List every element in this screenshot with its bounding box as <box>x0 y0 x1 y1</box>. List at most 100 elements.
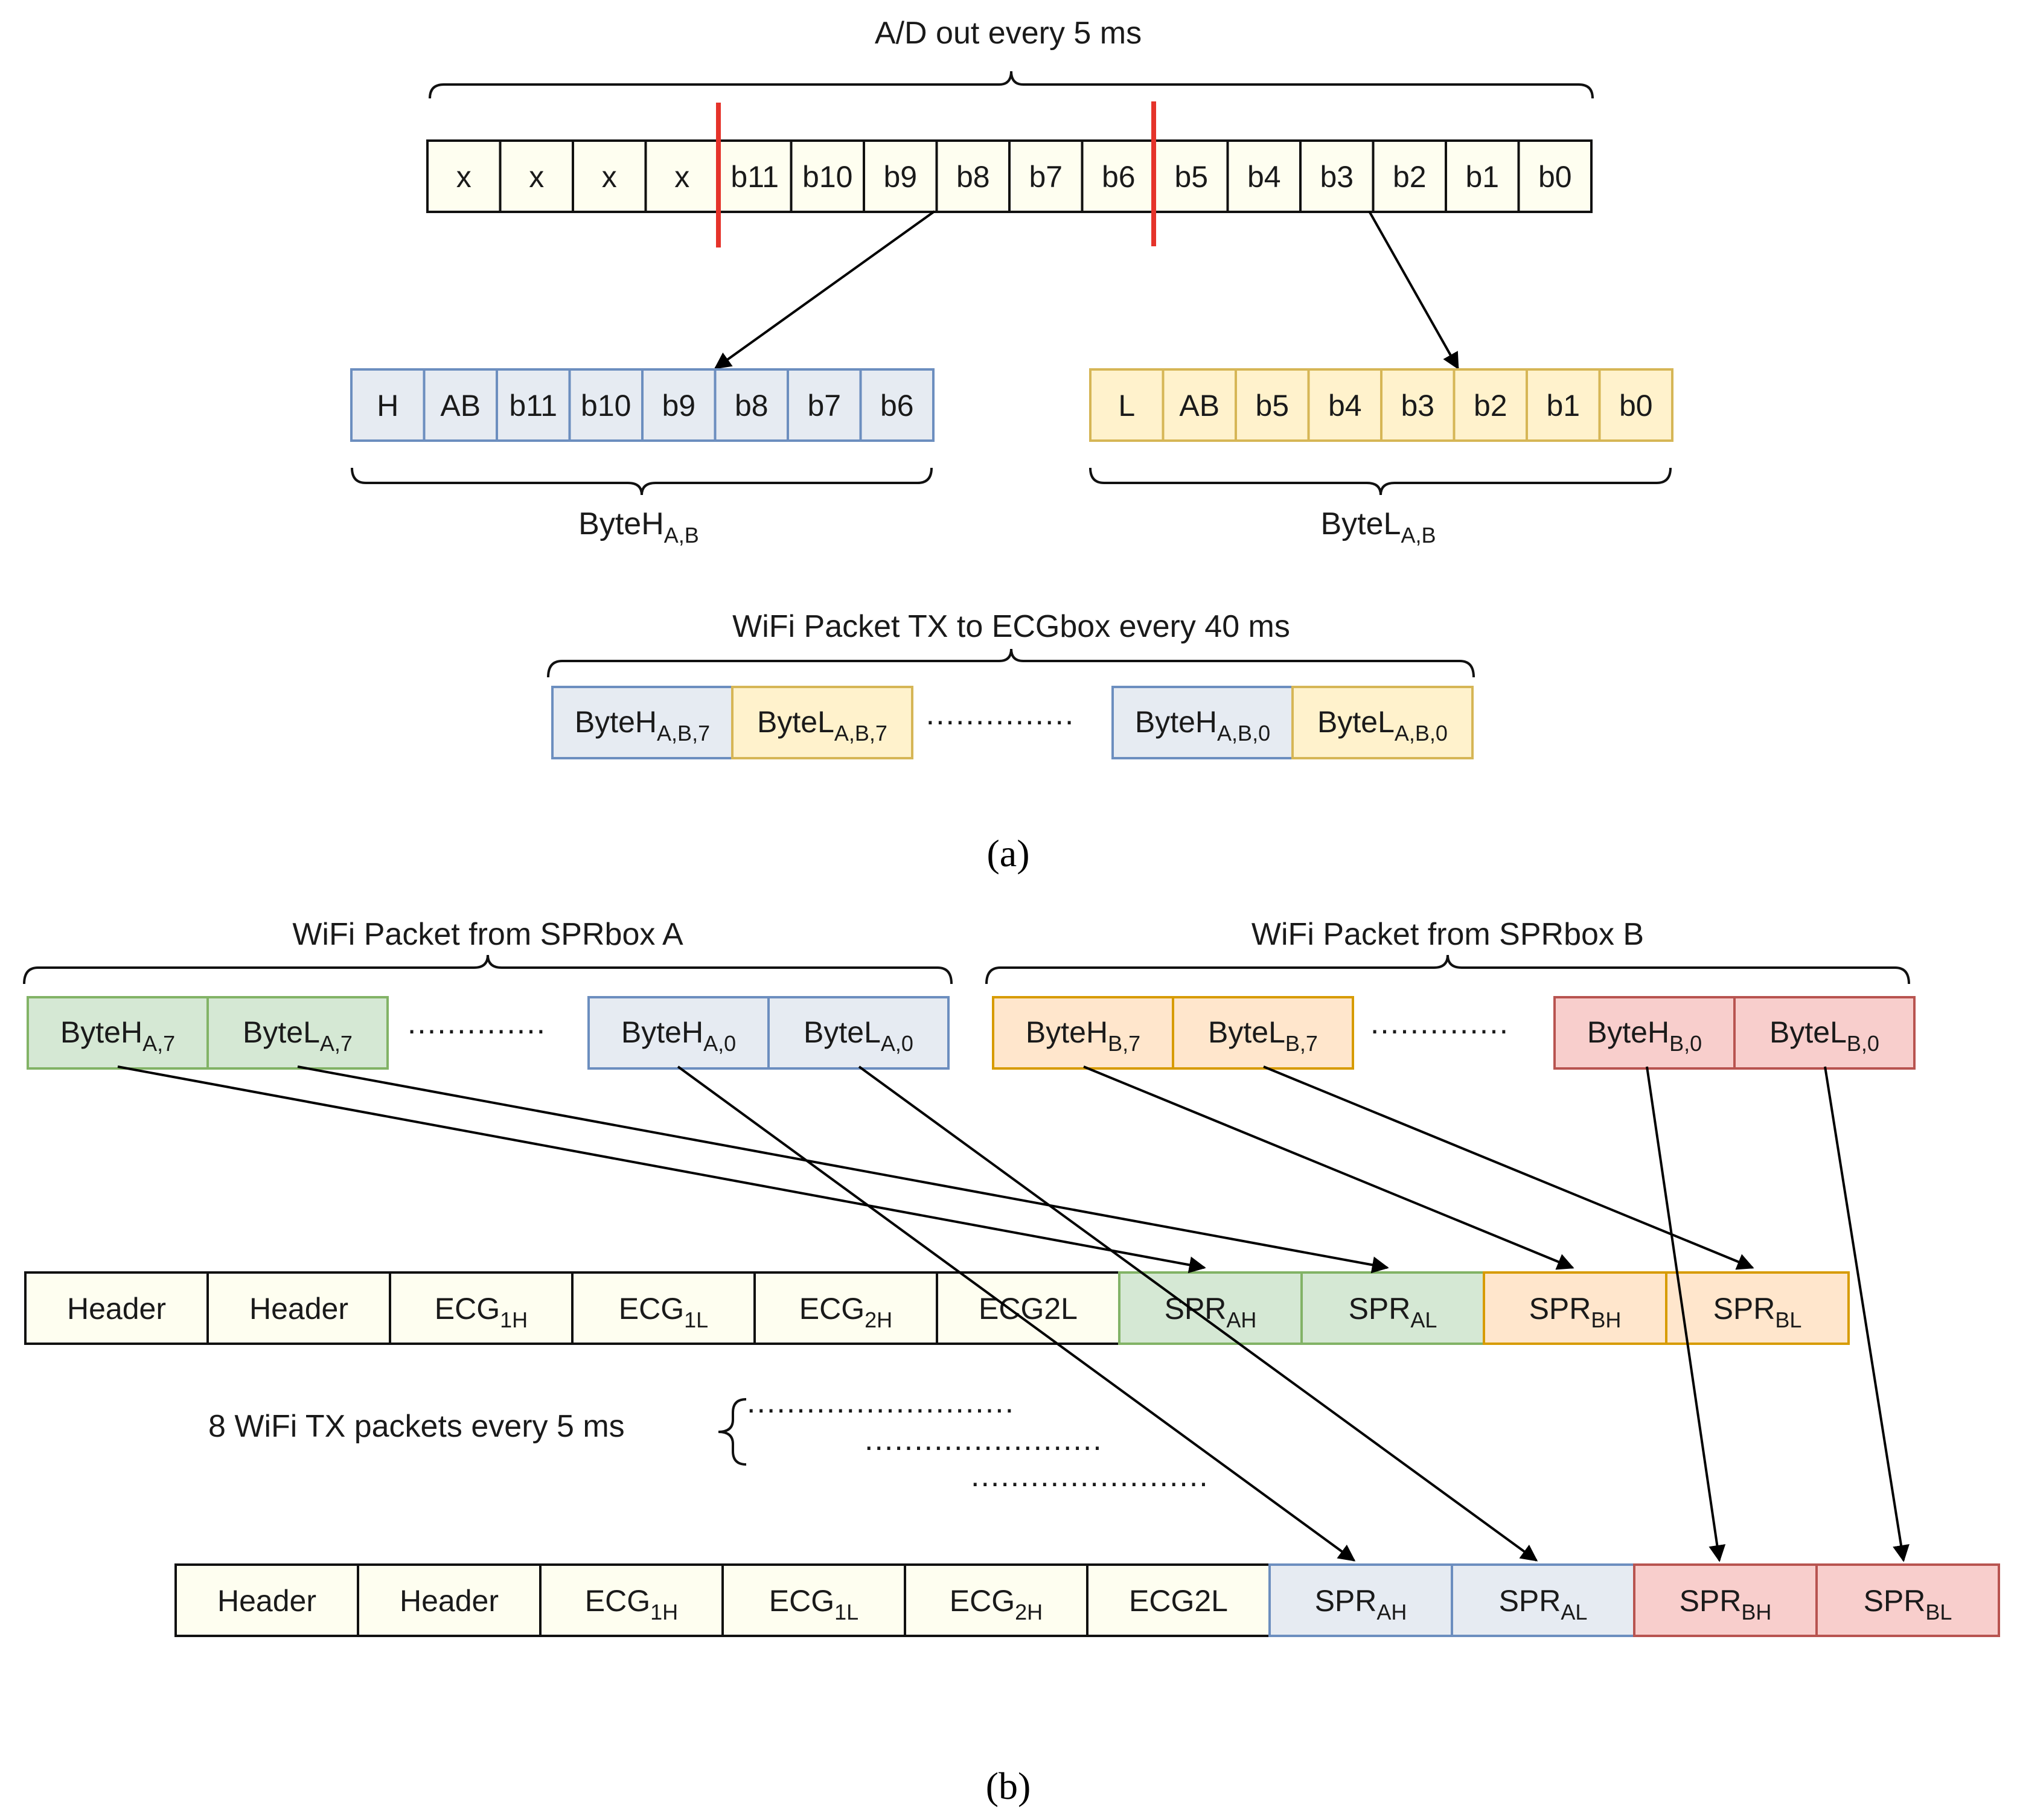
adc-bit-cell-label: b0 <box>1538 160 1572 194</box>
panel-b-label: (b) <box>986 1764 1031 1807</box>
tx-packet-first-cell: ECG2H <box>753 1271 938 1345</box>
tx-packet-first-cell: SPRBH <box>1483 1271 1667 1345</box>
adc-bit-cell: x <box>572 139 647 213</box>
wifi-tx-byte-cell-box <box>731 686 913 759</box>
adc-bit-cell-label: b9 <box>883 160 917 194</box>
packet-a-byte-cell-label: ByteLA,7 <box>243 1015 353 1056</box>
packet-a-byte-cell-label: ByteHA,0 <box>621 1015 736 1056</box>
byte-l-bit-cell-label: b1 <box>1546 389 1580 423</box>
tx-packet-first-cell: ECG1H <box>389 1271 574 1345</box>
packet-a-byte-cell-box <box>587 996 770 1070</box>
packet-a-byte-cell-label: ByteLA,0 <box>804 1015 913 1056</box>
tx-packet-last-cell-box <box>1086 1563 1271 1637</box>
tx-packet-last-cell-label: Header <box>400 1584 499 1618</box>
wifi-tx-brace <box>547 648 1475 678</box>
wifi-tx-byte-cell: ByteLA,B,7 <box>731 686 913 759</box>
tx-packet-last-cell-box <box>1633 1563 1818 1637</box>
arrow-to-byte-l <box>1368 211 1459 370</box>
adc-bit-cell-box <box>572 139 647 213</box>
tx-packet-last-cell: ECG1L <box>721 1563 906 1637</box>
byte-h-bit-cell-label: b8 <box>735 389 769 423</box>
tx-packet-last-cell: Header <box>357 1563 542 1637</box>
adc-brace <box>429 71 1594 99</box>
packet-b-byte-cell: ByteHB,7 <box>992 996 1174 1070</box>
byte-h-bit-cell-box <box>641 368 717 442</box>
packet-b-byte-cell-box <box>992 996 1174 1070</box>
byte-h-bit-cell-box <box>787 368 862 442</box>
packet-b-byte-cell-box <box>1733 996 1916 1070</box>
packet-b-byte-cell-box <box>1172 996 1354 1070</box>
tx-packet-first-cell: SPRBL <box>1665 1271 1850 1345</box>
tx-packet-last-cell: Header <box>174 1563 359 1637</box>
tx-packet-first-cell-box <box>24 1271 209 1345</box>
arrow-hb0-to-spr-bh <box>1646 1066 1726 1562</box>
byte-l-bit-cell-label: b3 <box>1401 389 1434 423</box>
wifi-tx-caption: WiFi Packet TX to ECGbox every 40 ms <box>732 609 1290 644</box>
adc-bit-cell: b1 <box>1445 139 1520 213</box>
tx-packet-first-cell-box <box>1118 1271 1303 1345</box>
tx-packet-last-cell: ECG1H <box>539 1563 724 1637</box>
adc-bit-cell: b9 <box>863 139 938 213</box>
tx-packet-first-cell: ECG2L <box>936 1271 1120 1345</box>
tx-packet-last-cell-box <box>1268 1563 1453 1637</box>
byte-l-bit-cell-label: b0 <box>1619 389 1653 423</box>
packet-b-byte-cell-box <box>1553 996 1736 1070</box>
byte-l-bit-cell-box <box>1598 368 1673 442</box>
byte-l-bit-cell-box <box>1162 368 1237 442</box>
tx-packet-first-cell-label: SPRBL <box>1713 1292 1802 1332</box>
adc-bit-cell-box <box>426 139 502 213</box>
packets-dots-3: ........................ <box>971 1458 1209 1493</box>
adc-bit-cell-box <box>1081 139 1156 213</box>
tx-packet-first-cell: ECG1L <box>571 1271 756 1345</box>
byte-l-bit-cell: b2 <box>1453 368 1528 442</box>
tx-packet-first-cell-label: Header <box>67 1292 166 1326</box>
tx-packet-last-cell: SPRBH <box>1633 1563 1818 1637</box>
packet-a-byte-cell-box <box>27 996 209 1070</box>
adc-bit-cell-label: x <box>529 160 544 194</box>
byte-h-bit-cell-label: b6 <box>880 389 914 423</box>
byte-l-bit-cell-label: b5 <box>1255 389 1289 423</box>
arrow-to-byte-h <box>714 210 936 369</box>
byte-h-bit-cell: b10 <box>568 368 644 442</box>
wifi-tx-byte-cell-box <box>1111 686 1294 759</box>
packet-a-ellipsis: .............. <box>408 1006 546 1041</box>
adc-bit-cell-label: b3 <box>1320 160 1354 194</box>
byte-l-bit-cell: b5 <box>1235 368 1310 442</box>
byte-h-bit-cell-box <box>350 368 426 442</box>
tx-packet-last-cell-label: ECG2H <box>950 1584 1043 1624</box>
adc-bit-cell: b6 <box>1081 139 1156 213</box>
packet-a-caption: WiFi Packet from SPRbox A <box>292 917 683 952</box>
adc-bit-cell-label: b11 <box>730 160 779 194</box>
packet-a-byte-cell: ByteLA,7 <box>206 996 389 1070</box>
adc-bit-cell-box <box>1299 139 1375 213</box>
tx-packet-last-cell: SPRAL <box>1451 1563 1635 1637</box>
adc-bit-cell: b3 <box>1299 139 1375 213</box>
packet-b-byte-cell-label: ByteHB,7 <box>1026 1015 1140 1056</box>
packet-a-byte-cell-box <box>767 996 950 1070</box>
tx-packet-first-cell-label: ECG2H <box>799 1292 892 1332</box>
packets-brace <box>718 1398 747 1466</box>
packet-b-ellipsis: .............. <box>1370 1006 1509 1041</box>
tx-packet-last-cell-label: SPRBL <box>1864 1584 1952 1624</box>
packet-a-brace <box>23 954 953 985</box>
tx-packet-last-cell: SPRBL <box>1815 1563 2000 1637</box>
adc-bit-cell-box <box>1517 139 1593 213</box>
tx-packet-first-cell: Header <box>206 1271 391 1345</box>
wifi-tx-byte-cell-box <box>551 686 734 759</box>
byte-h-bit-cell: b6 <box>859 368 935 442</box>
adc-bit-cell: b8 <box>935 139 1011 213</box>
adc-bit-cell-box <box>1372 139 1447 213</box>
byte-h-bit-cell-label: H <box>377 389 398 423</box>
byte-h-bit-cell-label: b11 <box>509 389 557 423</box>
arrow-la0-to-spr-al <box>858 1065 1538 1562</box>
arrow-hb7-to-spr-bh <box>1083 1065 1574 1270</box>
tx-packet-first-cell: Header <box>24 1271 209 1345</box>
adc-bit-cell: b7 <box>1008 139 1084 213</box>
adc-bit-cell: b11 <box>717 139 793 213</box>
packet-b-byte-cell-label: ByteLB,0 <box>1769 1015 1879 1056</box>
